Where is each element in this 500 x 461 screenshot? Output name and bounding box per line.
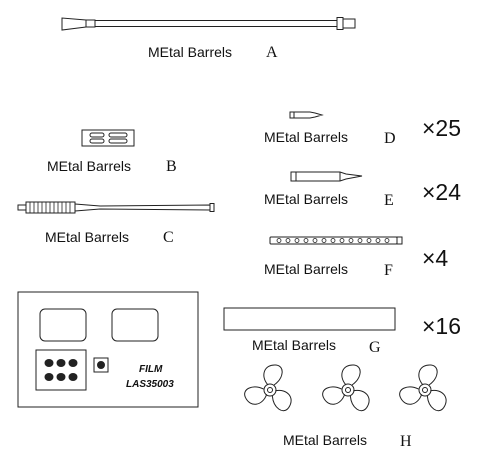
cartridge-e-drawing (290, 171, 363, 182)
part-f-label: MEtal Barrels (264, 261, 349, 277)
film-sheet-drawing (17, 291, 199, 408)
part-d-letter: D (384, 130, 396, 147)
part-g-letter: G (369, 339, 381, 356)
part-g-quantity: ×16 (422, 313, 462, 339)
part-e-letter: E (384, 192, 394, 209)
part-h-label: MEtal Barrels (283, 432, 368, 448)
part-d-label: MEtal Barrels (264, 129, 349, 145)
film-code: LAS35003 (126, 379, 174, 390)
part-e-label: MEtal Barrels (264, 191, 349, 207)
part-a-label: MEtal Barrels (148, 44, 233, 60)
barrel-c-drawing (17, 201, 215, 214)
barrel-a-drawing (61, 17, 356, 31)
ammo-belt-f-drawing (269, 236, 403, 245)
strip-g-drawing (223, 307, 396, 331)
part-c-label: MEtal Barrels (45, 229, 130, 245)
part-a-letter: A (266, 44, 278, 61)
part-f-letter: F (384, 262, 393, 279)
cartridge-d-drawing (289, 111, 324, 119)
part-h-letter: H (400, 433, 412, 450)
part-b-letter: B (166, 158, 177, 175)
part-g-label: MEtal Barrels (252, 337, 337, 353)
part-c-letter: C (163, 229, 174, 246)
film-title: FILM (139, 364, 163, 375)
part-b-label: MEtal Barrels (47, 158, 132, 174)
part-f-quantity: ×4 (422, 245, 449, 271)
part-d-quantity: ×25 (422, 115, 462, 141)
plate-b-drawing (81, 129, 135, 147)
part-e-quantity: ×24 (422, 179, 462, 205)
propellers-h-drawing (244, 364, 447, 412)
